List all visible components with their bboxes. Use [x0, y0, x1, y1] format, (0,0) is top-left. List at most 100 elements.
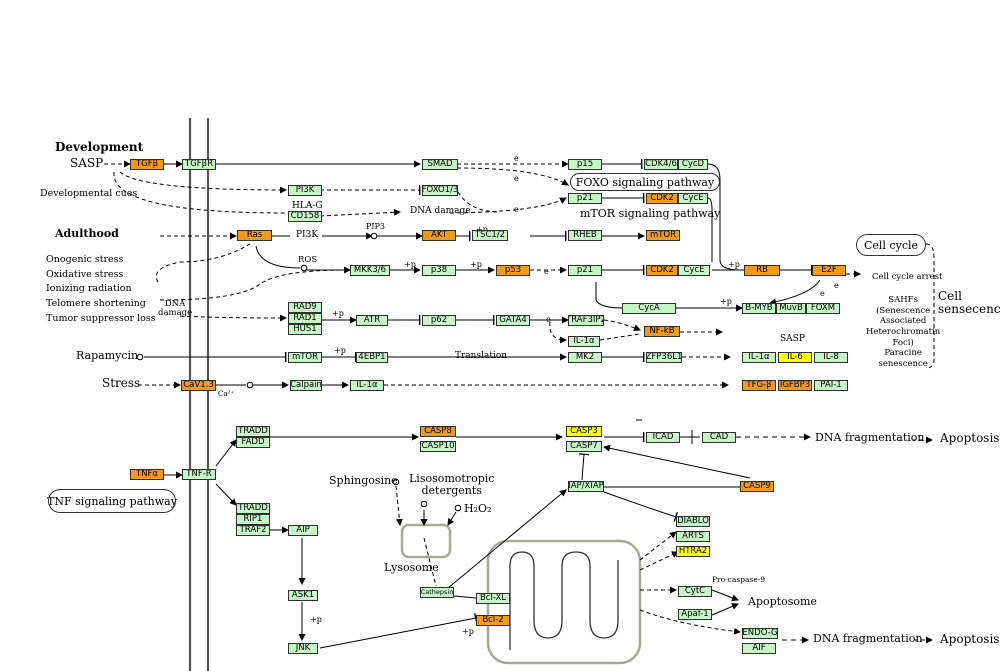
- node-atr[interactable]: ATR: [356, 315, 388, 326]
- node-apaf1[interactable]: Apaf-1: [678, 609, 712, 620]
- node-muvb[interactable]: MuvB: [776, 303, 806, 314]
- node-tsc1-2[interactable]: TSC1/2: [472, 230, 508, 241]
- node-cd158[interactable]: CD158: [288, 211, 322, 222]
- node-tnfa[interactable]: TNFα: [130, 469, 164, 480]
- node-p53[interactable]: p53: [496, 265, 530, 276]
- node-4ebp1[interactable]: 4EBP1: [356, 352, 388, 363]
- node-htra2[interactable]: HTRA2: [676, 546, 710, 557]
- node-cytc[interactable]: CytC: [678, 586, 712, 597]
- node-p15[interactable]: p15: [568, 159, 602, 170]
- node-mtor-low[interactable]: mTOR: [288, 352, 322, 363]
- svg-text:e: e: [546, 315, 551, 324]
- node-arts[interactable]: ARTS: [676, 531, 710, 542]
- node-fadd[interactable]: FADD: [236, 437, 270, 448]
- node-jnk[interactable]: JNK: [288, 643, 318, 654]
- node-il6[interactable]: IL-6: [778, 352, 812, 363]
- node-cycd[interactable]: CycD: [678, 159, 708, 170]
- node-tradd-top[interactable]: TRADD: [236, 426, 270, 437]
- node-tradd-bottom[interactable]: TRADD: [236, 503, 270, 514]
- node-casp8[interactable]: CASP8: [420, 426, 456, 437]
- node-gata4[interactable]: GATA4: [496, 315, 530, 326]
- node-tnf-r[interactable]: TNF-R: [182, 469, 216, 480]
- node-cav1-3[interactable]: CaV1.3: [181, 380, 216, 391]
- node-tgfb-sasp[interactable]: TFG-β: [742, 380, 776, 391]
- pathway-link-foxo[interactable]: FOXO signaling pathway: [570, 173, 720, 191]
- node-zfp36l1[interactable]: ZFP36L1: [646, 352, 682, 363]
- node-pai1[interactable]: PAI-1: [814, 380, 848, 391]
- node-cad[interactable]: CAD: [702, 432, 736, 443]
- node-mk2[interactable]: MK2: [568, 352, 602, 363]
- node-ask1[interactable]: ASK1: [288, 590, 318, 601]
- node-pi3k[interactable]: PI3K: [288, 185, 322, 196]
- label-sphingosine: Sphingosine: [329, 474, 398, 487]
- lysosome: [400, 523, 452, 559]
- label-dna-fragmentation-1: DNA fragmentation: [815, 431, 925, 444]
- label-oxidative-stress: Oxidative stress: [46, 269, 124, 280]
- node-diablo[interactable]: DIABLO: [676, 516, 710, 527]
- node-icad[interactable]: ICAD: [646, 432, 680, 443]
- node-mtor-top[interactable]: mTOR: [646, 230, 680, 241]
- node-casp7[interactable]: CASP7: [566, 441, 602, 452]
- label-adulthood: Adulthood: [55, 227, 119, 240]
- node-casp9[interactable]: CASP9: [740, 481, 774, 492]
- node-bcl-2[interactable]: Bcl-2: [476, 615, 510, 626]
- svg-text:+p: +p: [720, 297, 732, 306]
- node-cdk2-top[interactable]: CDK2: [646, 193, 678, 204]
- node-igfbp3[interactable]: IGFBP3: [778, 380, 812, 391]
- node-p38[interactable]: p38: [422, 265, 456, 276]
- node-rb[interactable]: RB: [744, 265, 780, 276]
- svg-text:e: e: [544, 267, 549, 276]
- node-il1a-mid[interactable]: IL-1α: [568, 336, 600, 347]
- node-p62[interactable]: p62: [422, 315, 456, 326]
- node-cyce-top[interactable]: CycE: [678, 193, 708, 204]
- mitochondrion: [486, 539, 642, 665]
- label-mtor-pathway: mTOR signaling pathway: [580, 207, 721, 220]
- node-mkk3-6[interactable]: MKK3/6: [350, 265, 390, 276]
- node-cyca[interactable]: CycA: [622, 303, 676, 314]
- node-calpain[interactable]: Calpain: [290, 380, 322, 391]
- node-traf2[interactable]: TRAF2: [236, 525, 270, 536]
- node-aif[interactable]: AIF: [742, 643, 776, 654]
- node-akt[interactable]: AKT: [422, 230, 456, 241]
- node-ras[interactable]: Ras: [237, 230, 272, 241]
- node-il8[interactable]: IL-8: [814, 352, 848, 363]
- node-p21-mid[interactable]: p21: [568, 265, 602, 276]
- label-lysosomotropic-detergents: Lisosomotropic detergents: [409, 472, 495, 497]
- node-rheb[interactable]: RHEB: [568, 230, 602, 241]
- node-hus1[interactable]: HUS1: [288, 324, 322, 335]
- node-traf3ip2[interactable]: TRAF3IP2: [568, 315, 604, 326]
- label-translation: Translation: [455, 351, 508, 361]
- node-foxm[interactable]: FOXM: [806, 303, 840, 314]
- node-smad[interactable]: SMAD: [422, 159, 458, 170]
- node-tgfb[interactable]: TGFβ: [130, 159, 164, 170]
- node-bcl-xl[interactable]: Bcl-XL: [476, 593, 510, 604]
- node-foxo1-3[interactable]: FOXO1/3: [422, 185, 458, 196]
- label-pip3: PIP3: [366, 222, 386, 231]
- node-tgfbr[interactable]: TGFβR: [182, 159, 216, 170]
- node-p21-top[interactable]: p21: [568, 193, 602, 204]
- node-casp3[interactable]: CASP3: [566, 426, 602, 437]
- pathway-link-tnf[interactable]: TNF signaling pathway: [47, 489, 177, 513]
- edge-label-e: e: [514, 154, 519, 163]
- node-casp10[interactable]: CASP10: [420, 441, 456, 452]
- label-cell-cycle-arrest: Cell cycle arrest: [872, 272, 943, 282]
- node-b-myb[interactable]: B-MYB: [742, 303, 776, 314]
- svg-text:+p: +p: [462, 627, 474, 636]
- node-rad1[interactable]: RAD1: [288, 313, 322, 324]
- node-cyce-mid[interactable]: CycE: [678, 265, 710, 276]
- node-iap-xiap[interactable]: IAP/XIAP: [568, 481, 604, 492]
- pathway-link-cell-cycle[interactable]: Cell cycle: [856, 234, 926, 256]
- node-cdk2-mid[interactable]: CDK2: [646, 265, 678, 276]
- node-cdk4-6[interactable]: CDK4/6: [644, 159, 678, 170]
- label-tumor-suppressor-loss: Tumor suppressor loss: [46, 313, 156, 324]
- node-aip[interactable]: AIP: [288, 525, 318, 536]
- label-dna-fragmentation-2: DNA fragmentation: [813, 632, 923, 645]
- node-rip1[interactable]: RIP1: [236, 514, 270, 525]
- node-il1a-low[interactable]: IL-1α: [350, 380, 384, 391]
- node-cathepsin[interactable]: Cathepsin: [420, 587, 454, 598]
- node-il1a-sasp[interactable]: IL-1α: [742, 352, 776, 363]
- node-e2f[interactable]: E2F: [812, 265, 846, 276]
- node-nf-kb[interactable]: NF-kB: [644, 326, 680, 337]
- node-endo-g[interactable]: ENDO-G: [742, 628, 778, 639]
- node-rad9[interactable]: RAD9: [288, 302, 322, 313]
